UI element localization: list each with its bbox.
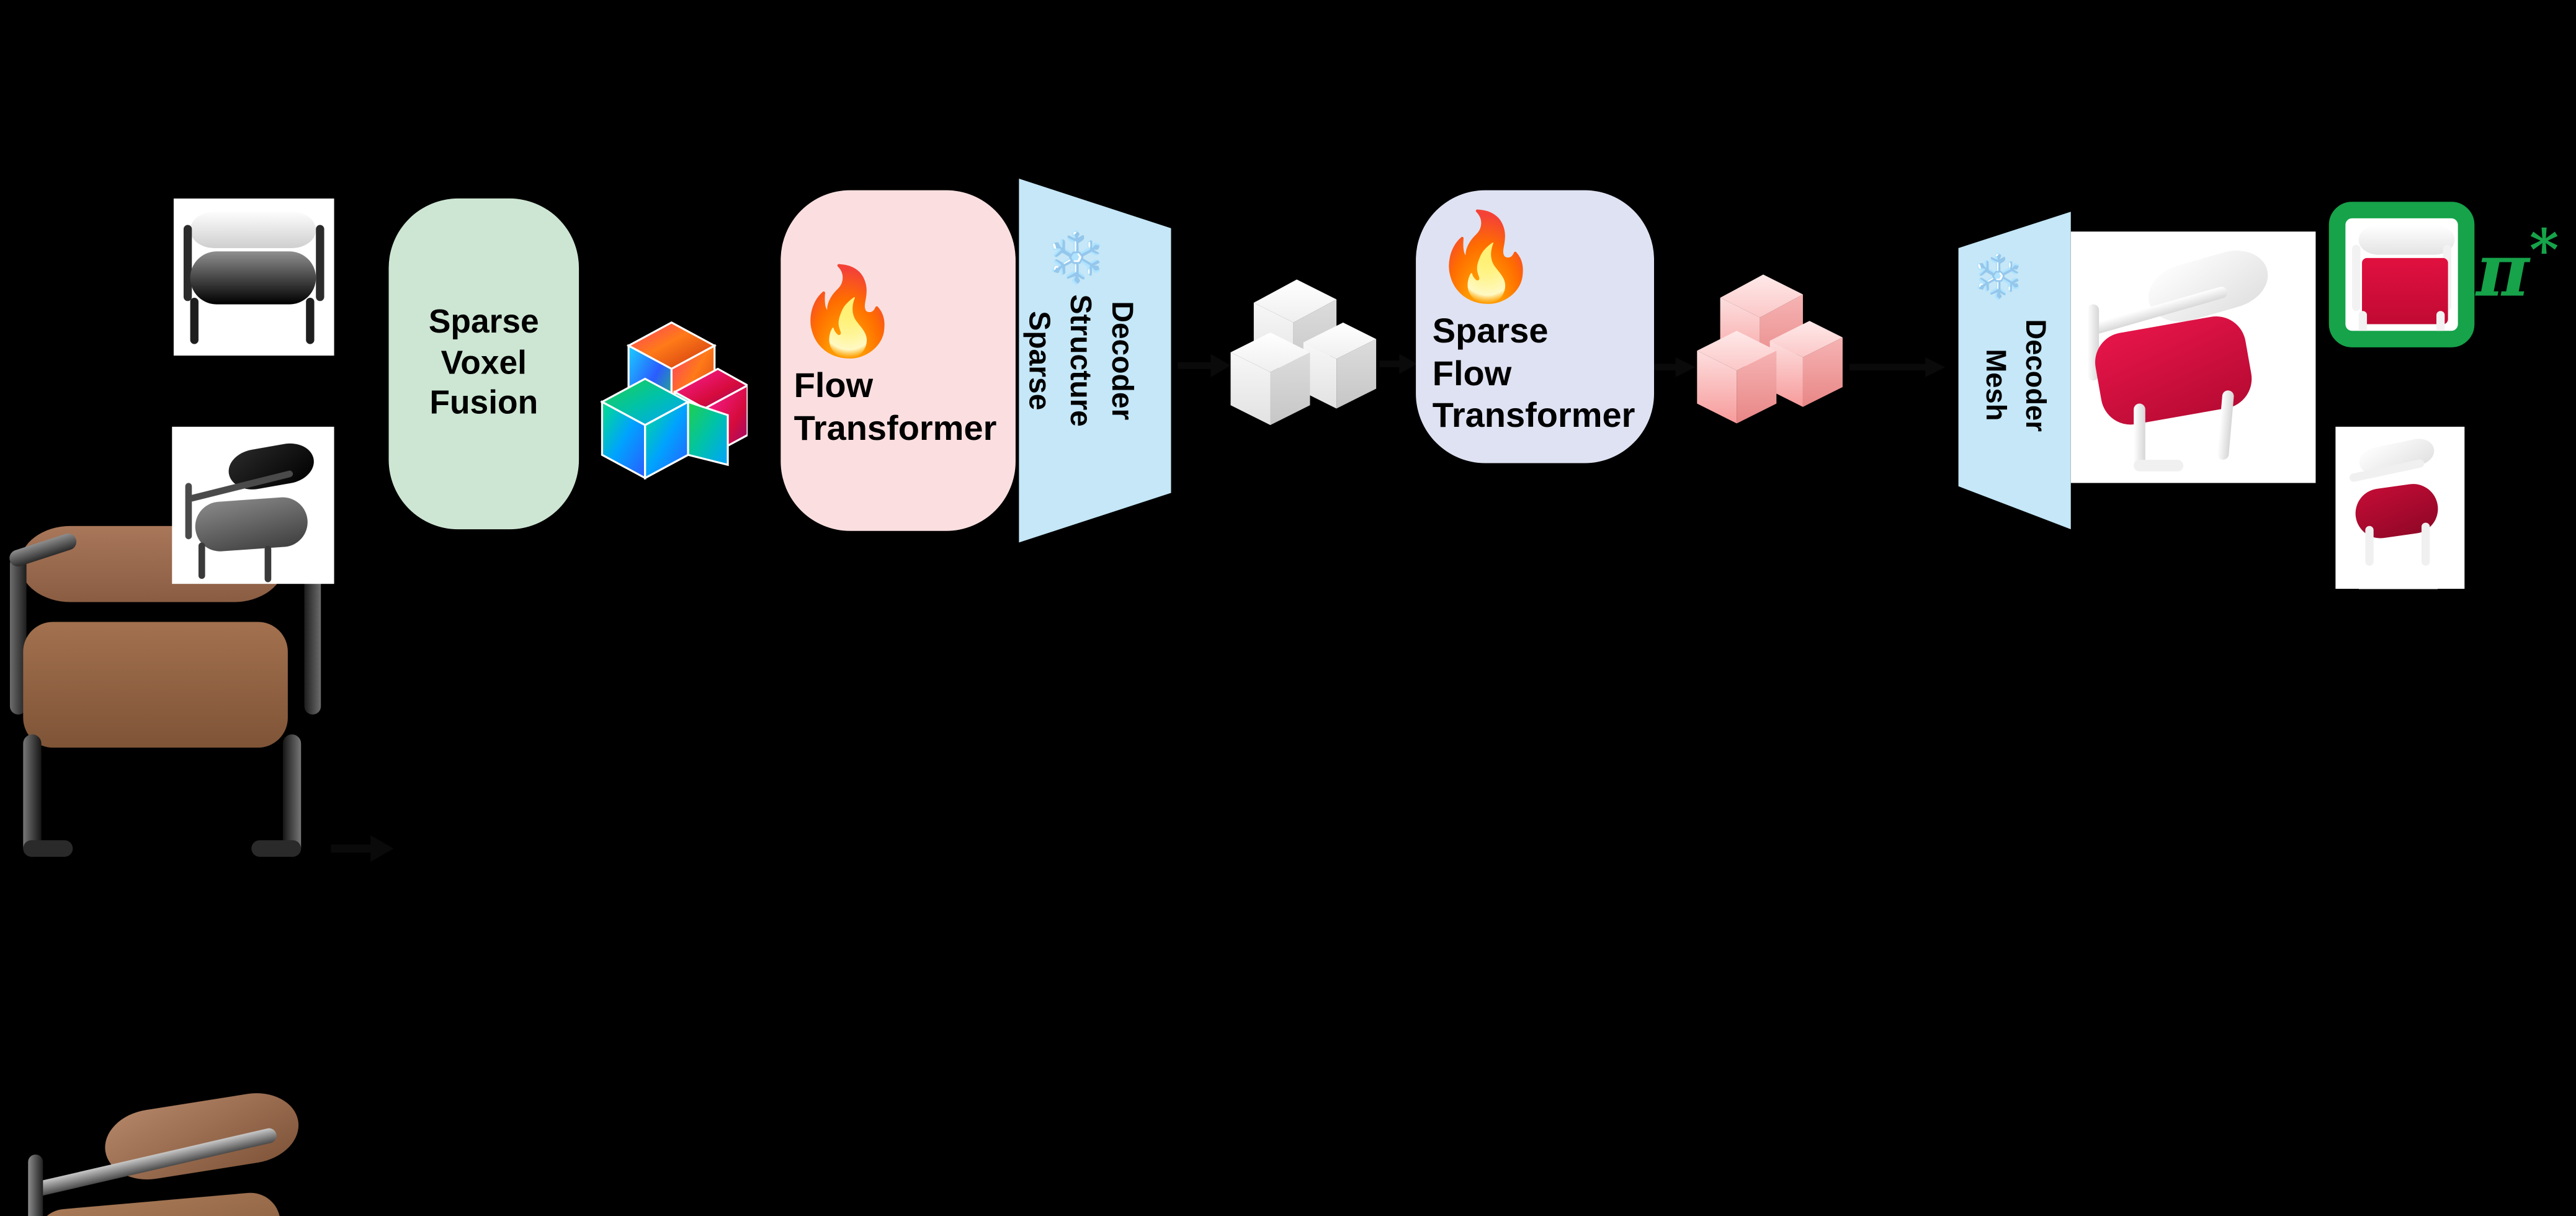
module-flow-transformer[interactable]: 🔥 Flow Transformer xyxy=(780,190,1016,531)
pi-symbol: π xyxy=(2476,229,2529,314)
input-depth-angled xyxy=(172,426,334,584)
input-depth-front xyxy=(173,198,334,356)
module-label-line: Transformer xyxy=(794,410,997,449)
snowflake-emoji-frozen: ❄️ xyxy=(1971,251,2026,302)
module-label-line: Transformer xyxy=(1432,397,1635,436)
decoder-label-line: Decoder xyxy=(1106,301,1139,421)
star-superscript: * xyxy=(2529,218,2559,285)
module-label-line: Sparse xyxy=(428,305,539,342)
module-label-line: Voxel xyxy=(441,345,527,382)
decoder-mesh[interactable]: ❄️ Mesh Decoder xyxy=(1958,212,2071,530)
latent-voxels xyxy=(1694,251,1846,437)
module-label-line: Sparse xyxy=(1432,313,1549,351)
decoder-sparse-structure[interactable]: ❄️ Sparse Structure Decoder xyxy=(1019,178,1171,543)
module-sparse-voxel-fusion[interactable]: Sparse Voxel Fusion xyxy=(388,198,579,530)
decoder-label-line: Structure xyxy=(1064,294,1098,427)
fused-feature-voxels xyxy=(599,306,748,488)
module-sparse-flow-transformer[interactable]: 🔥 Sparse Flow Transformer xyxy=(1416,190,1654,463)
arrow-sparse-flow-to-latent xyxy=(1654,351,1697,383)
decoder-label-line: Mesh xyxy=(1980,349,2011,422)
output-mesh-large xyxy=(2070,231,2316,483)
arrow-inputs-to-fusion xyxy=(331,827,397,870)
decoder-label-line: Sparse xyxy=(1022,311,1057,411)
diagram-scale-wrapper: Sparse Voxel Fusion xyxy=(7,178,2559,1216)
optimal-policy-label: π* xyxy=(2476,218,2559,314)
input-rgb-angled xyxy=(8,1058,339,1216)
decoder-label-line: Decoder xyxy=(2019,319,2051,432)
fire-emoji-trainable: 🔥 xyxy=(1432,210,1540,306)
module-label-line: Flow xyxy=(794,367,874,406)
sparse-structure-voxels xyxy=(1227,256,1379,438)
output-mesh-small xyxy=(2335,426,2465,589)
module-label-line: Fusion xyxy=(429,385,539,422)
fire-emoji-trainable: 🔥 xyxy=(794,265,901,362)
output-mesh-front-highlight[interactable] xyxy=(2328,202,2475,347)
arrow-structure-to-voxels xyxy=(1178,347,1234,384)
module-label-line: Flow xyxy=(1432,355,1512,393)
arrow-latent-to-mesh-decoder xyxy=(1849,351,1949,383)
pipeline-diagram: Sparse Voxel Fusion xyxy=(7,178,2559,1216)
snowflake-emoji-frozen: ❄️ xyxy=(1045,231,1107,287)
arrow-voxels-to-sparse-flow xyxy=(1379,347,1419,380)
